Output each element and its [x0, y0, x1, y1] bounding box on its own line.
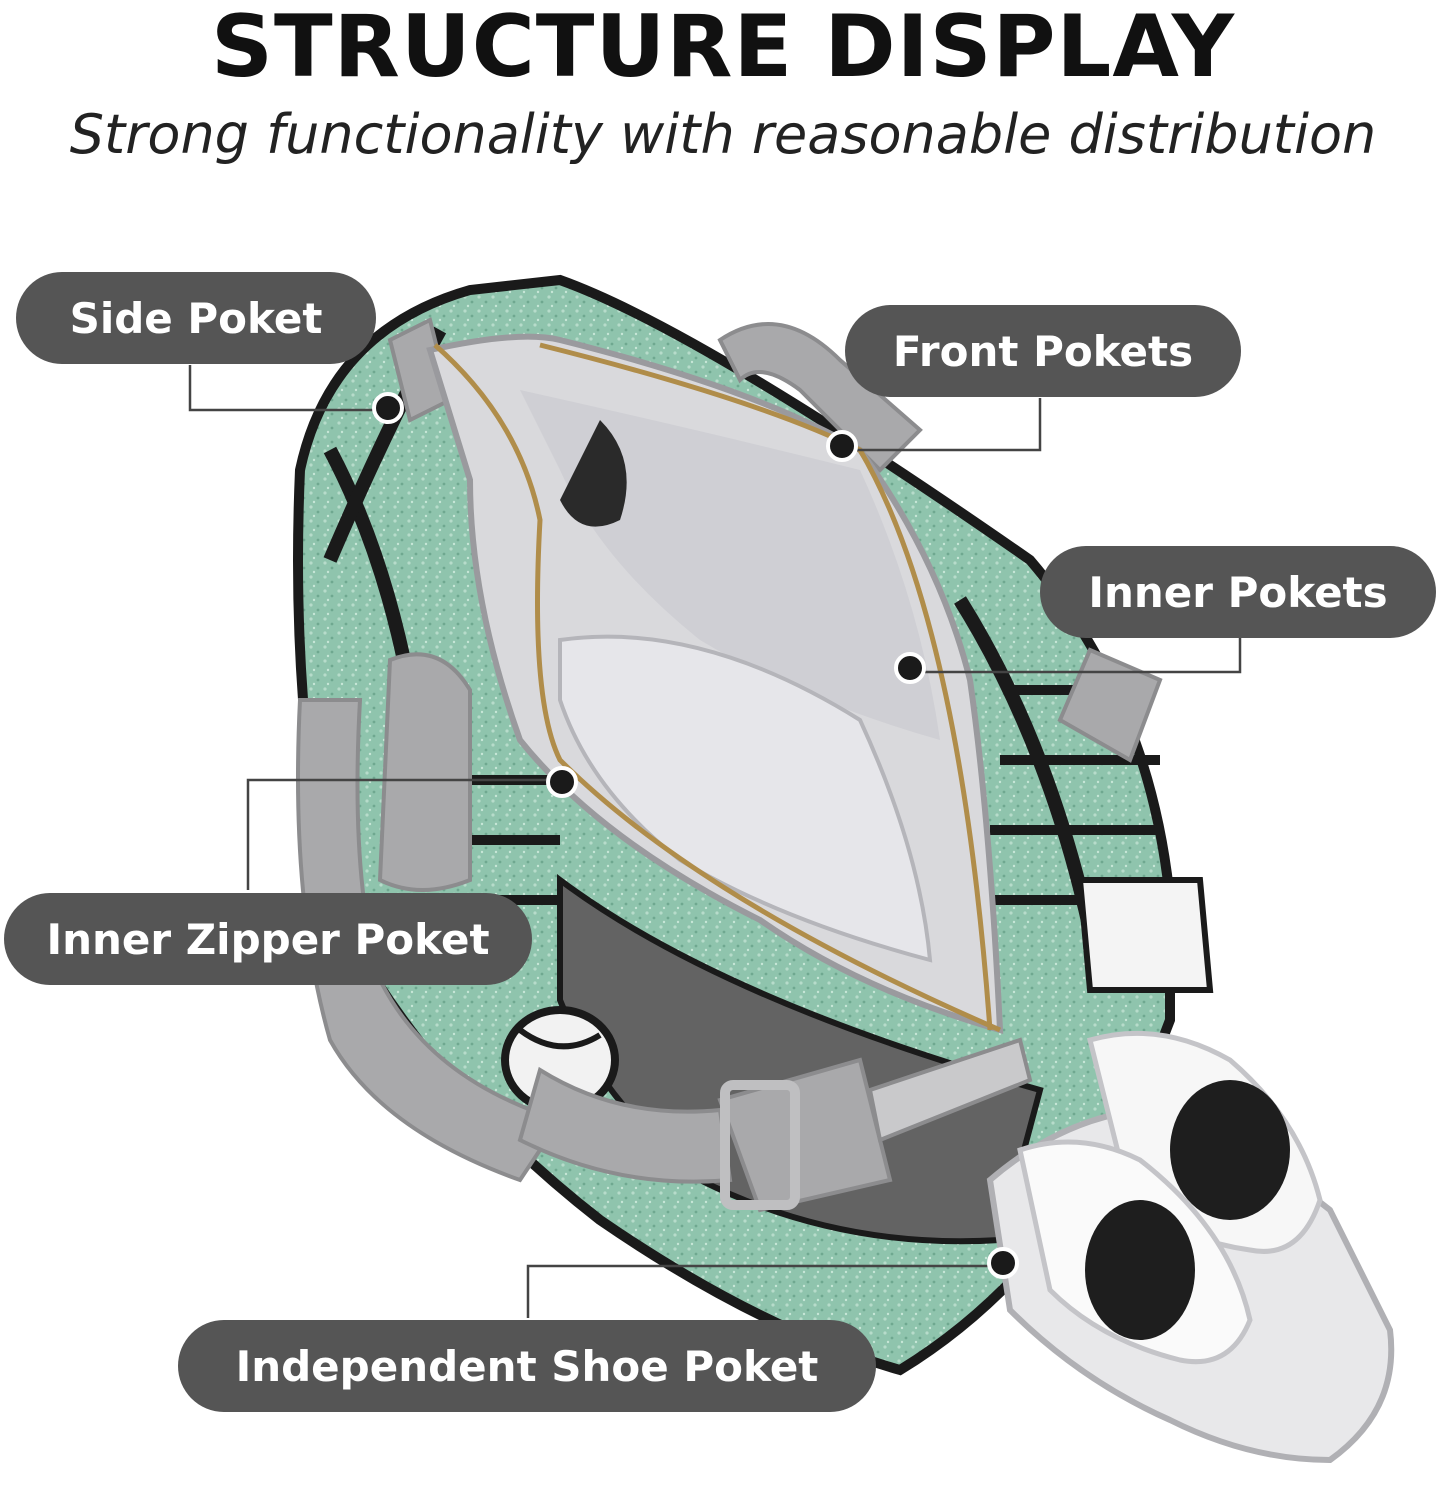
bag-lining [426, 333, 1004, 1035]
callout-inner-pokets: Inner Pokets [1040, 546, 1436, 638]
shoes [986, 1030, 1395, 1464]
callout-dot-front-pokets [826, 430, 858, 462]
page-title: STRUCTURE DISPLAY [211, 0, 1235, 97]
callout-side-poket: Side Poket [16, 272, 376, 364]
callout-connectors [188, 365, 1242, 1318]
callout-inner-zipper-poket: Inner Zipper Poket [4, 893, 532, 985]
page-subtitle: Strong functionality with reasonable dis… [69, 103, 1377, 166]
bag-straps [296, 317, 1163, 1213]
callout-dot-side-poket [372, 392, 404, 424]
callout-dot-inner-zipper-poket [546, 766, 578, 798]
callout-independent-shoe-poket: Independent Shoe Poket [178, 1320, 876, 1412]
callout-dot-inner-pokets [894, 652, 926, 684]
callout-front-pokets: Front Pokets [845, 305, 1241, 397]
callout-dots [372, 392, 1019, 1279]
callout-dot-shoe-poket [987, 1247, 1019, 1279]
